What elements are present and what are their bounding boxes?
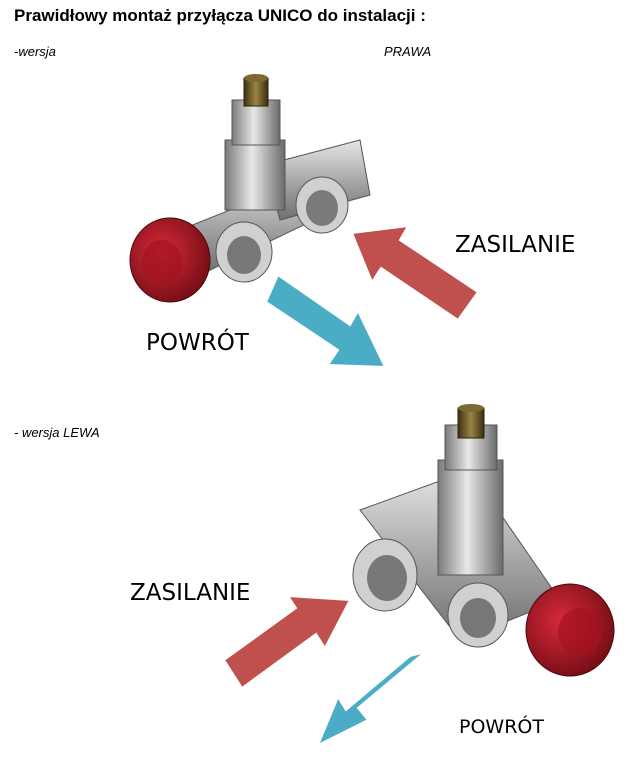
version-right-prefix: -wersja [14,44,56,59]
supply-label-left: ZASILANIE [130,580,251,606]
handwheel-left [525,583,615,677]
return-arrow-right [264,273,387,369]
return-label-right: POWRÓT [146,330,249,356]
valve-body-right [179,74,371,283]
page-title: Prawidłowy montaż przyłącza UNICO do ins… [14,6,426,25]
version-left-heading: - wersja LEWA [14,425,100,440]
supply-arrow-left [222,594,352,690]
return-label-left: POWRÓT [459,716,544,738]
supply-label-right: ZASILANIE [455,232,576,258]
supply-arrow-right [350,224,480,322]
valve-body-left [352,404,561,648]
return-arrow-left [316,651,426,748]
handwheel-right [129,217,211,303]
version-right-side-label: PRAWA [384,44,432,59]
